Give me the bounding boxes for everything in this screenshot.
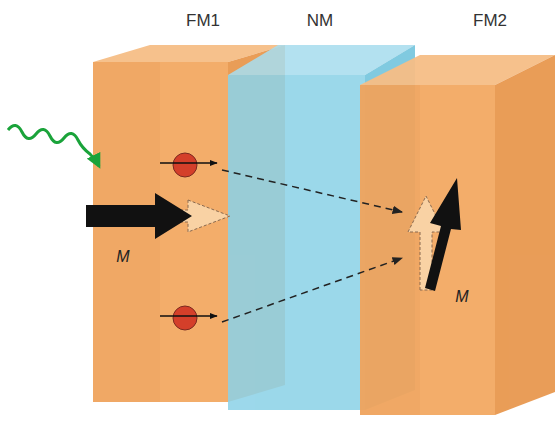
ferromagnet-layer: FM2M: [360, 55, 555, 415]
slab-front: [360, 85, 495, 415]
layer-label: FM2: [473, 12, 507, 31]
slab-front: [228, 75, 365, 410]
layer-label: FM1: [186, 12, 220, 31]
magnetization-arrow: [86, 193, 192, 239]
layer-label: NM: [307, 12, 333, 31]
electron: [160, 306, 217, 330]
nonmagnet-layer: NM: [228, 45, 415, 410]
magnetization-label: M: [455, 288, 468, 306]
spin-current: [222, 170, 402, 212]
ferromagnet-layer: FM1M: [93, 45, 285, 402]
slab-side: [495, 55, 555, 415]
slab-shade: [160, 62, 228, 402]
magnetization-label: M: [116, 248, 129, 266]
spin-current: [222, 258, 402, 322]
electron: [160, 153, 217, 177]
magnetization-arrow: [425, 178, 461, 291]
ferromagnet-slab: [360, 55, 555, 415]
laser-pulse: [8, 125, 99, 166]
